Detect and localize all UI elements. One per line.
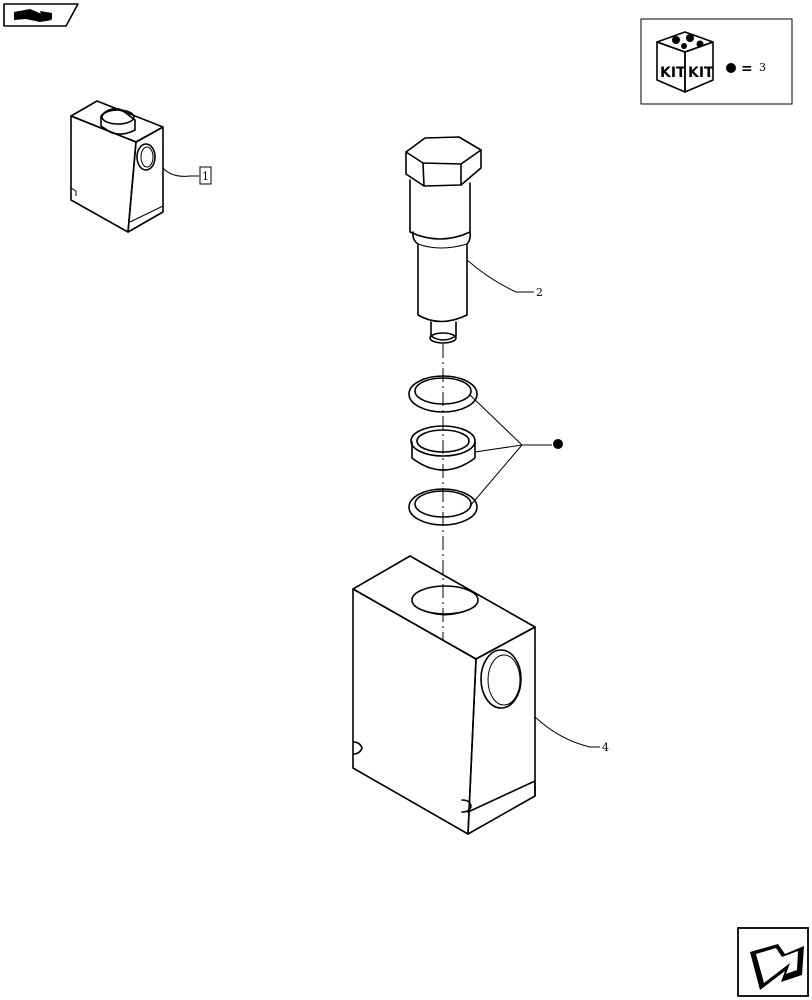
leader-line-4: [534, 716, 600, 748]
o-ring-bottom: [408, 488, 478, 526]
valve-body: [352, 555, 536, 835]
kit-label-left: KIT: [660, 65, 686, 81]
callout-2: 2: [536, 286, 543, 299]
callout-4: 4: [602, 741, 609, 754]
next-page-button[interactable]: [737, 927, 809, 997]
kit-label-right: KIT: [688, 65, 714, 81]
leader-line-2: [466, 259, 534, 293]
cartridge-plug: [405, 136, 482, 344]
callout-1: 1: [202, 170, 209, 183]
callout-3: 3: [759, 61, 766, 74]
kit-box-icon: KIT KIT: [656, 31, 714, 93]
assembly-thumbnail: [70, 100, 164, 233]
backup-ring: [410, 425, 476, 471]
kit-bullet-marker: [553, 439, 563, 449]
o-ring-top: [408, 375, 478, 413]
wrench-hand-icon: [14, 9, 52, 22]
kit-legend-box: KIT KIT = 3: [640, 18, 793, 105]
return-arrow-icon: [750, 944, 804, 990]
top-nav-tab[interactable]: [3, 3, 79, 27]
kit-leader-lines: [469, 394, 552, 507]
kit-equals-sign: =: [741, 61, 753, 77]
kit-bullet-icon: [726, 63, 736, 73]
callout-1-box: [199, 166, 212, 185]
leader-line-1: [162, 167, 199, 177]
